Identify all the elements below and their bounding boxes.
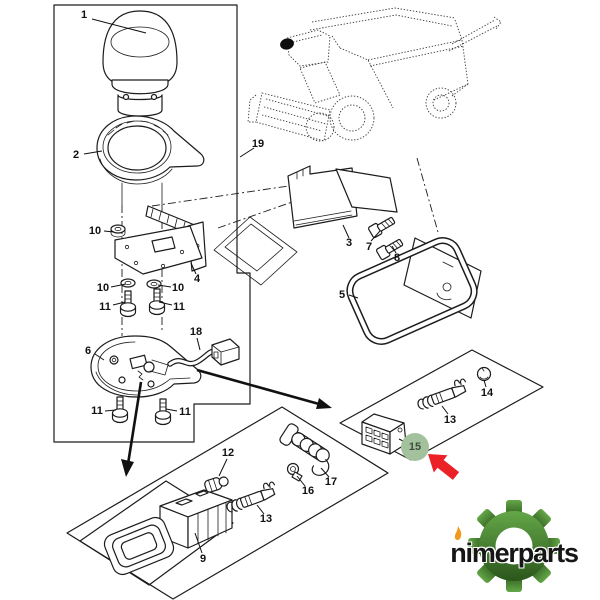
part-18-wiring-harness xyxy=(167,338,240,367)
part-label-6: 6 xyxy=(84,345,92,357)
part-1-beacon-dome xyxy=(102,10,178,117)
part-label-11d: 11 xyxy=(179,406,191,418)
gear-icon xyxy=(468,500,560,592)
part-label-15-highlighted: 15 xyxy=(408,441,422,453)
part-15-connector xyxy=(361,413,407,455)
part-label-13b: 13 xyxy=(443,414,457,426)
part-label-10c: 10 xyxy=(171,282,185,294)
part-3-bracket xyxy=(287,165,398,229)
callout-leader-lines xyxy=(83,18,487,554)
part-label-19: 19 xyxy=(251,138,265,150)
arrow-to-connector-box xyxy=(121,381,143,477)
beacon-location-dot xyxy=(280,38,294,50)
part-label-12: 12 xyxy=(221,447,235,459)
part-5-support-bail xyxy=(346,237,482,345)
part-label-4: 4 xyxy=(193,273,201,285)
hex-nut-10 xyxy=(110,224,126,238)
bolt-11-bottom-right xyxy=(154,398,172,426)
part-label-16: 16 xyxy=(301,485,315,497)
part-12-bullet-terminal xyxy=(204,476,229,493)
part-label-11c: 11 xyxy=(91,405,103,417)
washer-10-right xyxy=(146,279,162,289)
part-label-14: 14 xyxy=(480,387,494,399)
part-4-mounting-bracket xyxy=(114,205,207,275)
highlight-circle-part-15 xyxy=(401,433,429,461)
part-label-18: 18 xyxy=(189,326,203,338)
washer-10-left xyxy=(120,278,136,288)
part-14-grommet xyxy=(476,366,492,382)
part-label-11b: 11 xyxy=(173,301,185,313)
part-2-bezel-ring xyxy=(96,115,205,185)
part-label-2: 2 xyxy=(72,149,80,161)
combine-harvester-sketch xyxy=(247,7,502,142)
part-16-plug xyxy=(286,462,303,482)
part-label-3: 3 xyxy=(345,237,353,249)
part-6-lamp-base xyxy=(90,335,202,398)
connector-kit-box-right xyxy=(339,349,544,461)
part-9-connector-housing xyxy=(103,489,233,576)
bolt-7 xyxy=(367,214,397,239)
part-label-13a: 13 xyxy=(259,513,273,525)
detail-box-19 xyxy=(53,4,251,443)
part-label-5: 5 xyxy=(338,289,346,301)
part-17-connector-strip xyxy=(279,423,330,476)
bolt-11-top-left xyxy=(119,290,137,318)
part-label-9: 9 xyxy=(199,553,207,565)
connector-kit-box-bottom xyxy=(66,406,389,600)
part-label-17: 17 xyxy=(324,476,338,488)
flame-icon xyxy=(454,526,462,540)
mounting-plane-sketch xyxy=(151,157,439,286)
part-label-10a: 10 xyxy=(88,225,102,237)
part-label-1: 1 xyxy=(80,9,88,21)
red-pointer-arrow xyxy=(428,454,460,480)
part-label-8: 8 xyxy=(393,252,401,264)
part-label-10b: 10 xyxy=(96,282,110,294)
part-label-7: 7 xyxy=(365,241,373,253)
arrow-to-harness-box xyxy=(196,368,332,409)
part-label-11a: 11 xyxy=(99,301,111,313)
brand-wordmark: nimerparts xyxy=(450,538,579,568)
